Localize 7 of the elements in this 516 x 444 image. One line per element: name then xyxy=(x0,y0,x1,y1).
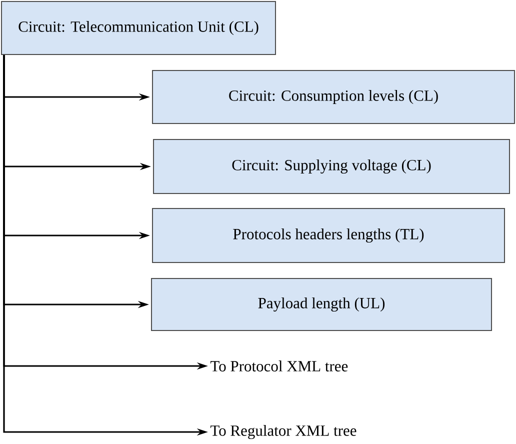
target-label: To Protocol XML tree xyxy=(210,360,348,372)
process-box: Protocols headers lengths (TL) xyxy=(152,208,505,263)
process-box: Circuit: Telecommunication Unit (CL) xyxy=(1,1,276,55)
process-box: Circuit: Supplying voltage (CL) xyxy=(153,139,510,194)
process-box: Circuit: Consumption levels (CL) xyxy=(152,70,515,124)
process-box: Payload length (UL) xyxy=(151,278,492,331)
target-label: To Regulator XML tree xyxy=(210,424,356,440)
